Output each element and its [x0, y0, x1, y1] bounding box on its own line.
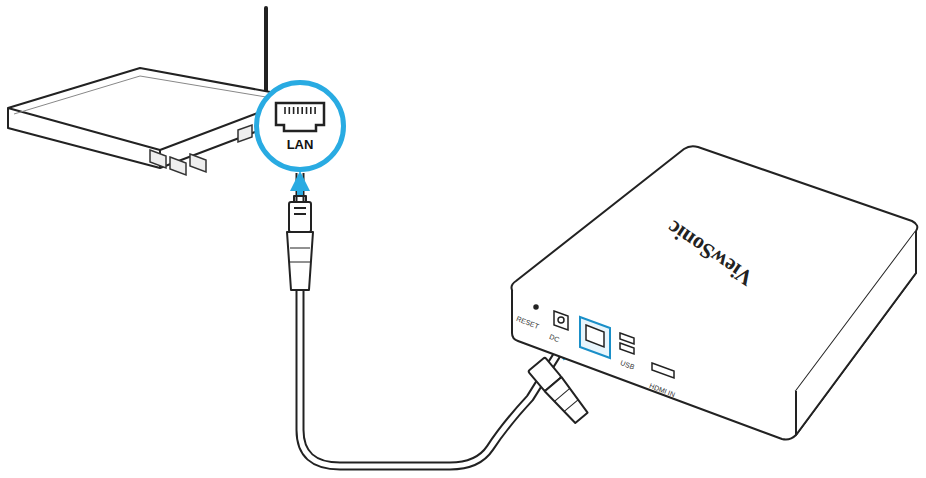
- lan-callout-circle: LAN: [254, 80, 346, 172]
- ethernet-port-icon: [272, 101, 328, 135]
- port-label: LAN: [259, 137, 341, 152]
- media-box: ViewSonic: [560, 135, 922, 445]
